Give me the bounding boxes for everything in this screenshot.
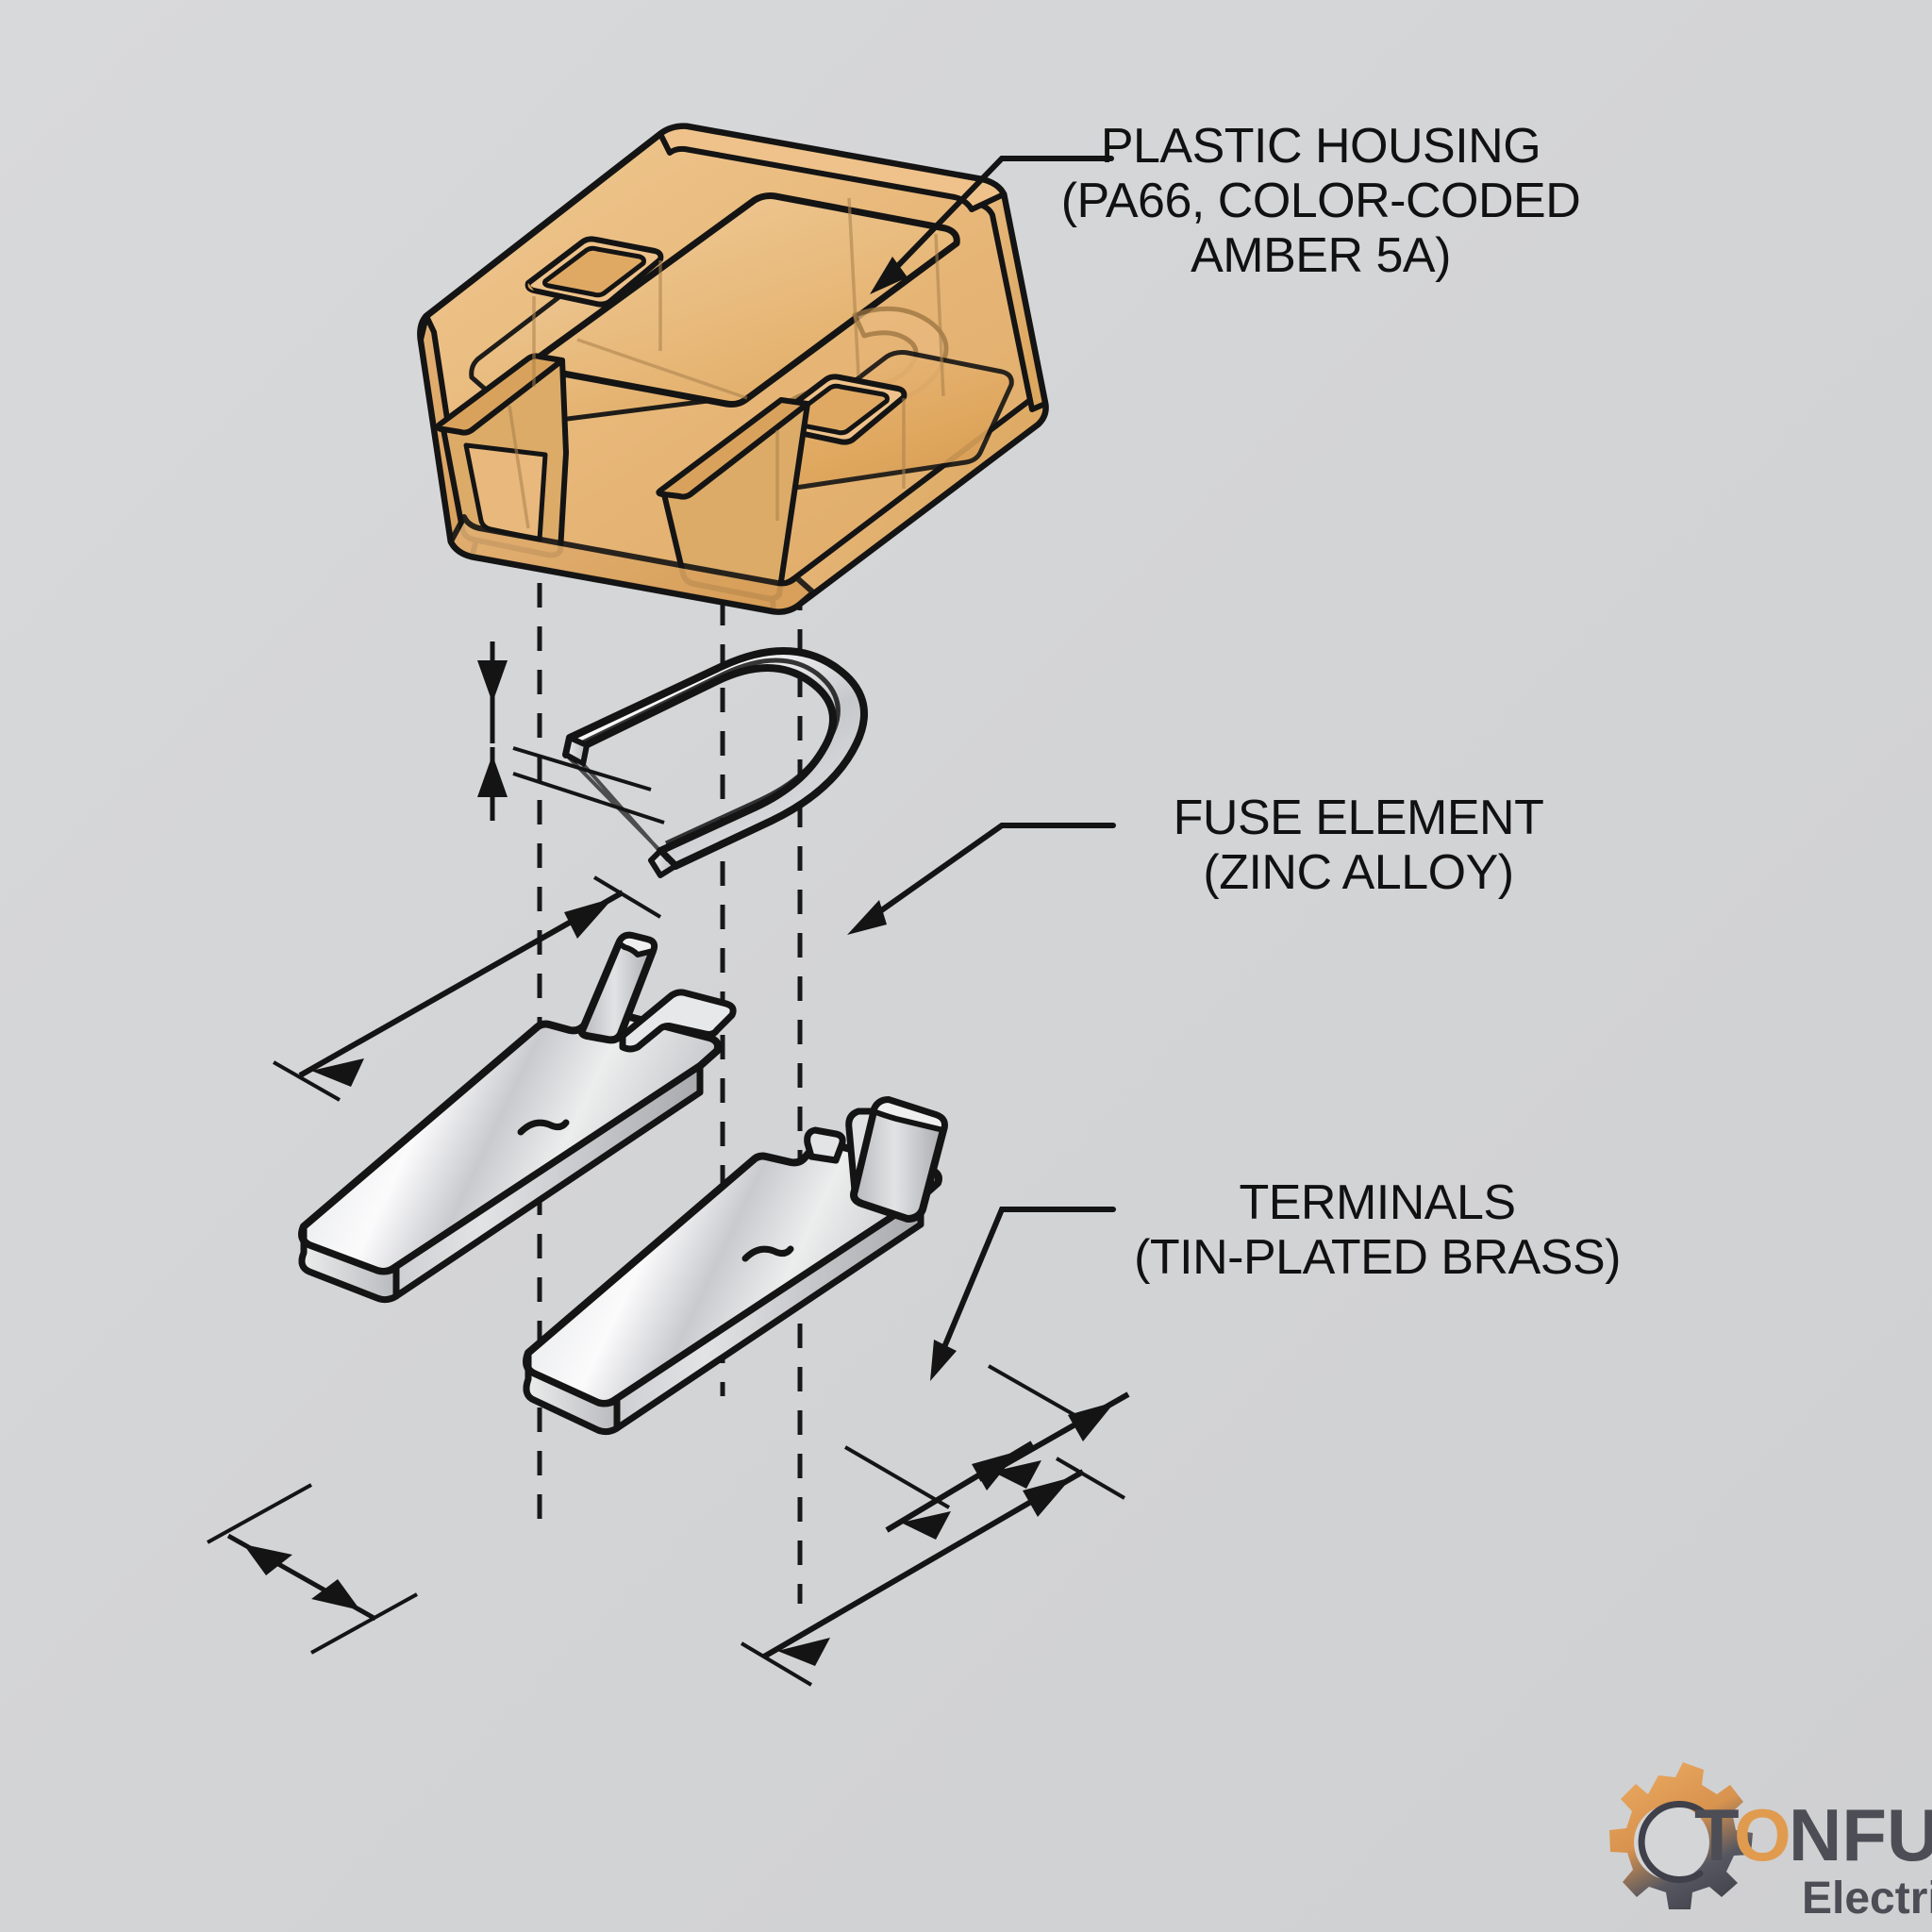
brand-logo: T O NFUL Electric (1609, 1762, 1932, 1924)
terminal-right-tab-top (871, 1097, 947, 1133)
housing-blade-slot-left (435, 353, 569, 558)
brand-tagline: Electric (1802, 1874, 1932, 1924)
dimension-element-thickness (477, 641, 665, 824)
housing-ghost-lines (508, 197, 945, 529)
fuse-element-inner-contour (575, 658, 841, 846)
callout-leaders (847, 156, 1116, 1381)
callout-label-fuse-element: FUSE ELEMENT (ZINC ALLOY) (1174, 791, 1544, 900)
leader-terminals (937, 1207, 1116, 1361)
arrowhead-fuse-element (847, 900, 887, 935)
terminal-left-notch (517, 1119, 570, 1136)
leader-fuse-element (861, 823, 1116, 925)
fuse-element-part (562, 647, 868, 878)
fuse-element-right-end (648, 848, 678, 878)
dimension-terminal-right-length (740, 1457, 1126, 1687)
callout-fuse-element-line-1: FUSE ELEMENT (1174, 791, 1544, 845)
callout-terminals-line-1: TERMINALS (1239, 1175, 1515, 1230)
callout-fuse-element-line-2: (ZINC ALLOY) (1203, 845, 1513, 900)
alignment-centerlines (537, 453, 803, 1604)
callout-plastic-housing-line-1: PLASTIC HOUSING (1101, 119, 1541, 174)
brand-letter-o: O (1734, 1793, 1791, 1876)
gear-icon (1609, 1762, 1753, 1909)
terminal-right-pip (804, 1126, 846, 1164)
brand-letters-rest: NFUL (1789, 1793, 1932, 1876)
callout-terminals-line-2: (TIN-PLATED BRASS) (1134, 1230, 1621, 1285)
terminal-left-tab-top (616, 932, 658, 958)
callout-plastic-housing-line-3: AMBER 5A) (1191, 228, 1451, 283)
callout-label-terminals: TERMINALS (TIN-PLATED BRASS) (1134, 1175, 1621, 1285)
terminal-left-shoulder (619, 989, 737, 1053)
housing-boss-left (525, 236, 664, 308)
housing-bottom-lip (448, 514, 816, 615)
callout-plastic-housing-line-2: (PA66, COLOR-CODED (1061, 174, 1581, 228)
plastic-housing-part (417, 123, 1049, 615)
brand-letter-t: T (1694, 1793, 1740, 1876)
terminal-left-part (298, 931, 737, 1304)
leader-plastic-housing (882, 156, 1114, 282)
terminal-right-tip (523, 1349, 621, 1436)
housing-top-rail (658, 123, 1007, 212)
arrowhead-plastic-housing (870, 257, 908, 294)
arrowhead-terminals (930, 1340, 957, 1381)
dimension-terminal-left-width (207, 1483, 418, 1655)
callout-label-plastic-housing: PLASTIC HOUSING (PA66, COLOR-CODED AMBER… (1061, 119, 1581, 283)
terminal-right-shoulder (741, 1245, 794, 1262)
terminal-left-tip (298, 1223, 400, 1304)
terminal-right-part (523, 1096, 948, 1436)
dimension-terminal-right-width-outer (977, 1391, 1130, 1489)
dimension-terminal-left-length (273, 875, 662, 1102)
brand-wordmark: T O NFUL (1694, 1793, 1932, 1876)
terminal-right-tab-inner (845, 1108, 877, 1194)
fuse-element-leg-edge-left (564, 753, 670, 862)
fuse-element-body (562, 647, 868, 870)
